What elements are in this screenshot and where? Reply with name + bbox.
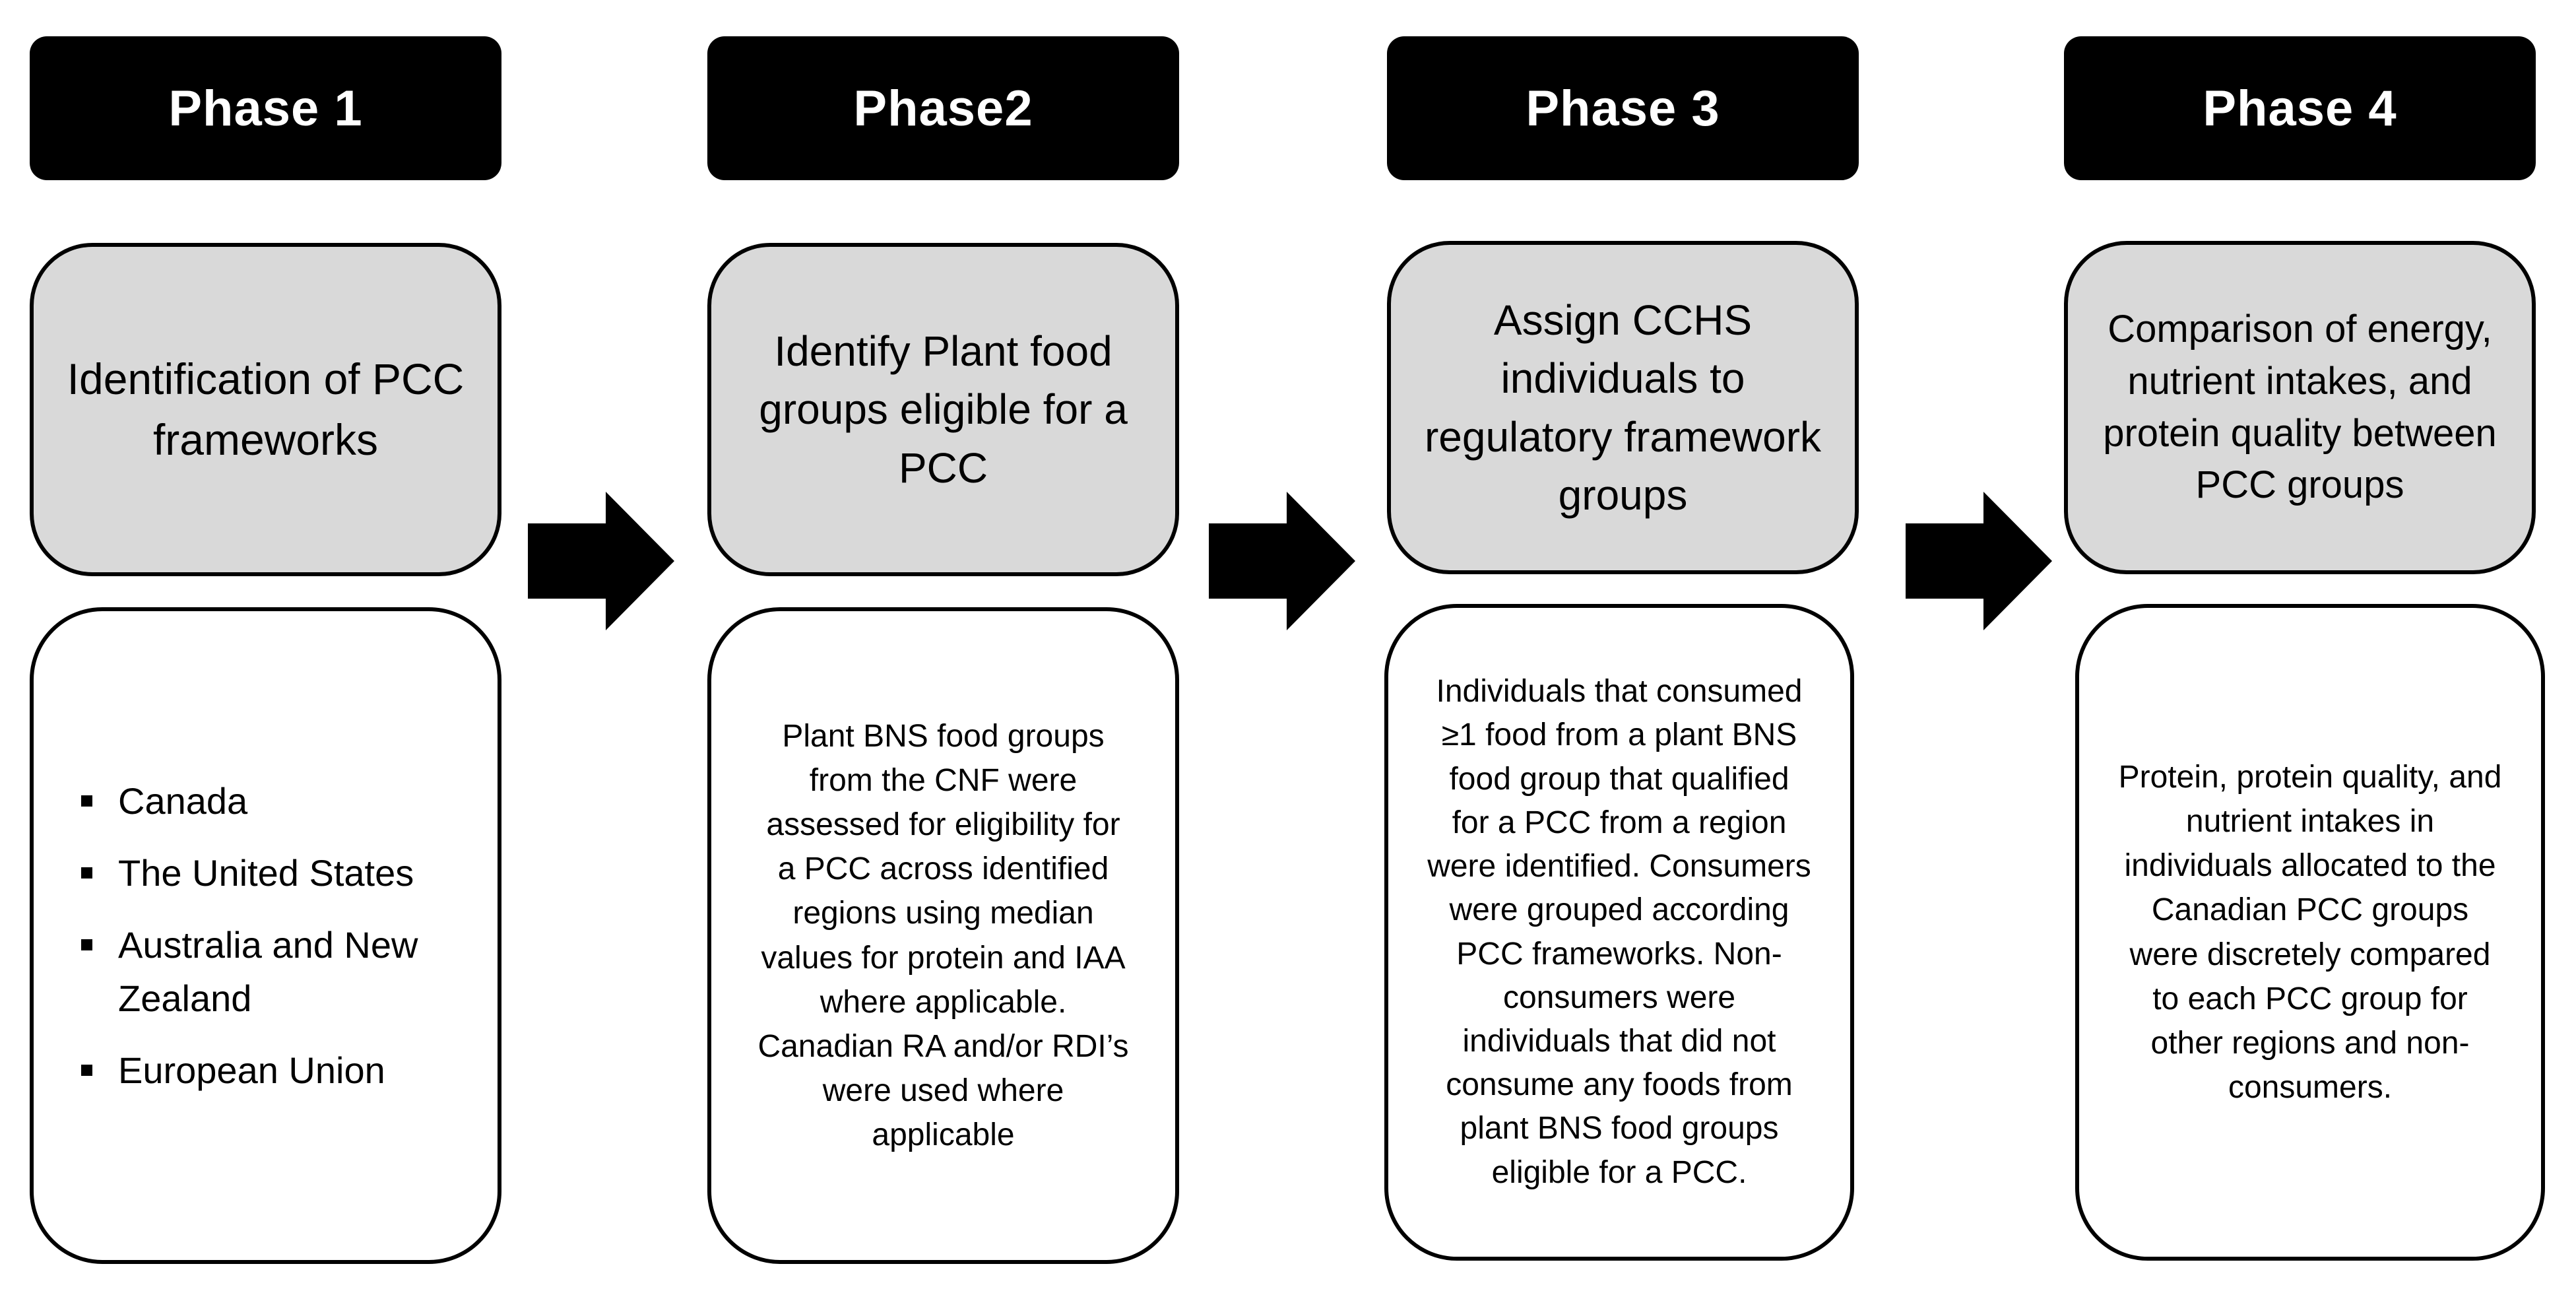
phase-3-description-box: Individuals that consumed ≥1 food from a… (1384, 604, 1854, 1261)
square-bullet-icon (81, 1065, 92, 1077)
phase-2-header: Phase2 (707, 36, 1179, 180)
phase-2-description: Plant BNS food groups from the CNF were … (757, 718, 1129, 1153)
list-item: European Union (79, 1044, 451, 1097)
phase-1-description-box: Canada The United States Australia and N… (30, 607, 501, 1264)
phase-3-description: Individuals that consumed ≥1 food from a… (1427, 674, 1811, 1190)
phase-1-header: Phase 1 (30, 36, 501, 180)
phase-3-title-box: Assign CCHS individuals to regulatory fr… (1387, 241, 1859, 574)
phase-2-description-box: Plant BNS food groups from the CNF were … (707, 607, 1179, 1264)
right-arrow-icon (1209, 492, 1355, 630)
phase-3-title: Assign CCHS individuals to regulatory fr… (1424, 296, 1822, 519)
bullet-text: European Union (118, 1049, 385, 1092)
phase-2-title-box: Identify Plant food groups eligible for … (707, 243, 1179, 576)
right-arrow-icon (528, 492, 674, 630)
phase-4-header-label: Phase 4 (2203, 80, 2397, 137)
phase-4-title: Comparison of energy, nutrient intakes, … (2103, 307, 2497, 507)
phase-1-header-label: Phase 1 (168, 80, 363, 137)
square-bullet-icon (81, 939, 92, 950)
bullet-text: Canada (118, 779, 248, 822)
phase-4-title-box: Comparison of energy, nutrient intakes, … (2064, 241, 2536, 574)
phase-1-bullet-list: Canada The United States Australia and N… (79, 774, 451, 1098)
list-item: Canada (79, 774, 451, 828)
square-bullet-icon (81, 795, 92, 807)
phase-4-description-box: Protein, protein quality, and nutrient i… (2075, 604, 2545, 1261)
phase-3-header: Phase 3 (1387, 36, 1859, 180)
phase-3-header-label: Phase 3 (1526, 80, 1720, 137)
phase-1-title: Identification of PCC frameworks (67, 354, 465, 464)
phase-4-description: Protein, protein quality, and nutrient i… (2118, 759, 2502, 1106)
square-bullet-icon (81, 867, 92, 879)
bullet-text: The United States (118, 851, 414, 894)
right-arrow-icon (1906, 492, 2052, 630)
phase-4-header: Phase 4 (2064, 36, 2536, 180)
phase-1-title-box: Identification of PCC frameworks (30, 243, 501, 576)
list-item: Australia and New Zealand (79, 918, 451, 1025)
list-item: The United States (79, 846, 451, 900)
phase-2-header-label: Phase2 (853, 80, 1033, 137)
bullet-text: Australia and New Zealand (118, 923, 418, 1020)
phase-2-title: Identify Plant food groups eligible for … (759, 327, 1128, 492)
